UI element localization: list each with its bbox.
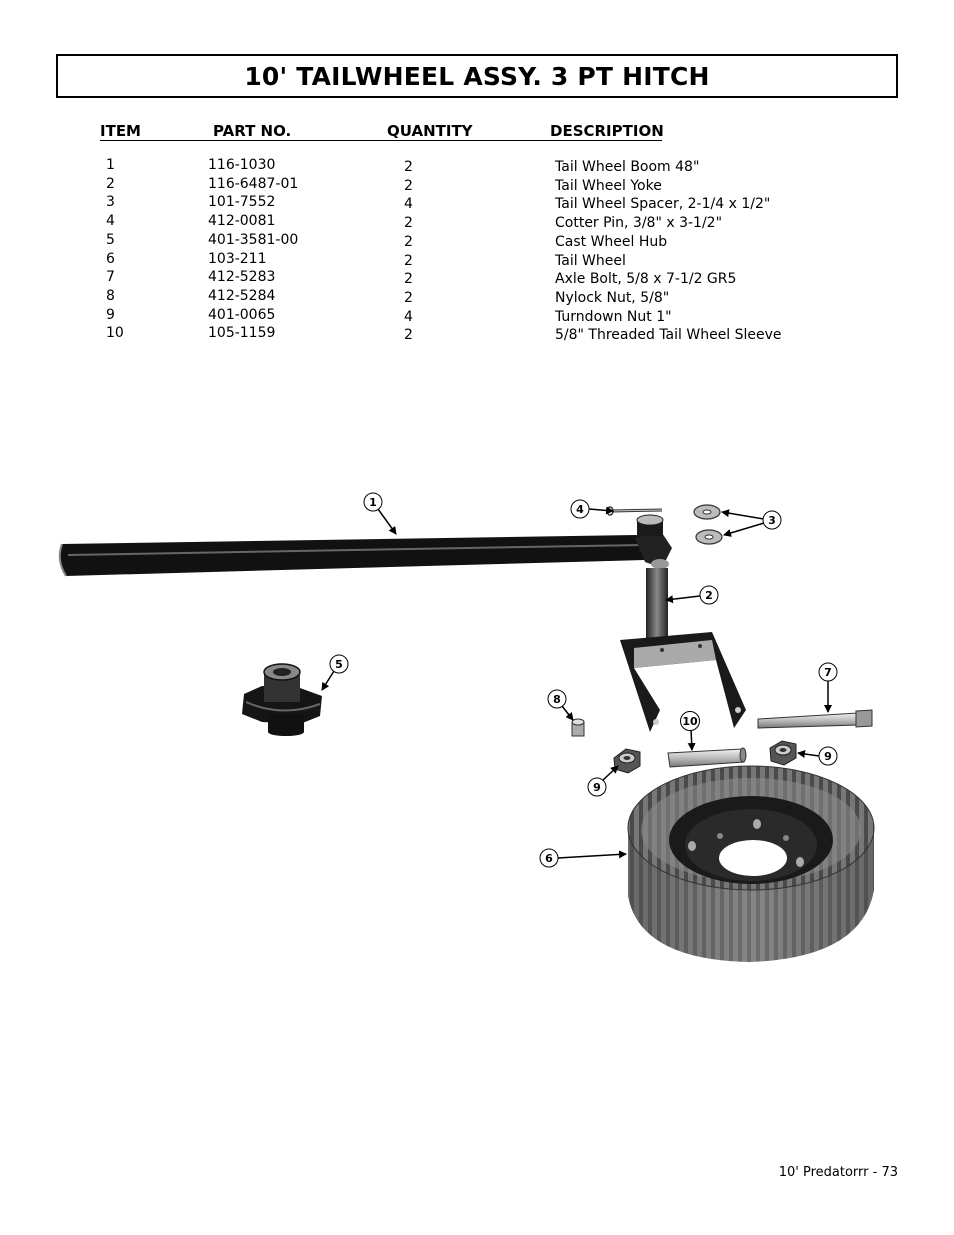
quantity-cell: 2 xyxy=(404,159,413,175)
part-cell: 412-5284 xyxy=(208,287,276,304)
description-cell: Axle Bolt, 5/8 x 7-1/2 GR5 xyxy=(555,271,737,288)
header-quantity: QUANTITY xyxy=(387,122,473,140)
quantity-cell: 4 xyxy=(404,196,413,213)
part-cell: 401-0065 xyxy=(208,306,276,323)
callout-label: 6 xyxy=(545,852,553,865)
part-cell: 412-0081 xyxy=(208,213,276,230)
item-cell: 2 xyxy=(106,175,115,192)
callout-label: 8 xyxy=(553,693,561,706)
lug-bolts xyxy=(688,819,804,867)
description-cell: Tail Wheel xyxy=(555,252,626,269)
callout-6: 6 xyxy=(539,848,627,868)
quantity-cell: 2 xyxy=(404,289,413,306)
callout-label: 9 xyxy=(824,750,832,763)
callout-label: 1 xyxy=(369,496,377,509)
page-title: 10' TAILWHEEL ASSY. 3 PT HITCH xyxy=(244,61,710,91)
quantity-cell: 2 xyxy=(404,271,413,288)
item-cell: 4 xyxy=(106,213,115,230)
callout-3: 3 xyxy=(721,509,782,537)
header-item: ITEM xyxy=(100,122,141,140)
part-cell: 103-211 xyxy=(208,250,267,267)
item-cell: 7 xyxy=(106,269,115,286)
turndown-nut-left xyxy=(613,748,641,774)
turndown-nut-right xyxy=(769,740,797,766)
quantity-cell: 2 xyxy=(404,215,413,232)
tail-wheel xyxy=(627,765,875,962)
item-cell: 9 xyxy=(106,306,115,323)
description-cell: Nylock Nut, 5/8" xyxy=(555,289,670,306)
quantity-cell: 2 xyxy=(404,177,413,194)
cotter-pin xyxy=(606,506,663,516)
header-part-no: PART NO. xyxy=(213,122,292,140)
callout-4: 4 xyxy=(570,499,614,519)
description-cell: 5/8" Threaded Tail Wheel Sleeve xyxy=(555,327,782,344)
nylock-nut xyxy=(571,718,585,737)
callout-label: 3 xyxy=(768,514,776,527)
axle-bolt xyxy=(757,709,873,729)
quantity-column: 2 2 4 2 2 2 2 2 4 2 xyxy=(404,158,413,345)
callout-label: 2 xyxy=(705,589,713,602)
callout-label: 7 xyxy=(824,666,832,679)
callout-1: 1 xyxy=(363,492,397,535)
callout-9-left: 9 xyxy=(587,765,619,797)
tail-wheel-yoke xyxy=(620,514,746,732)
callout-8: 8 xyxy=(547,689,574,721)
quantity-cell: 2 xyxy=(404,252,413,269)
quantity-cell: 2 xyxy=(404,233,413,250)
part-cell: 401-3581-00 xyxy=(208,231,299,248)
tail-wheel-spacers xyxy=(693,504,723,545)
callout-label: 9 xyxy=(593,781,601,794)
part-cell: 116-6487-01 xyxy=(208,175,299,192)
quantity-cell: 2 xyxy=(404,327,413,344)
header-underline xyxy=(100,140,662,141)
callout-7: 7 xyxy=(818,662,838,713)
description-cell: Cotter Pin, 3/8" x 3-1/2" xyxy=(555,215,723,232)
part-cell: 105-1159 xyxy=(208,325,276,342)
item-cell: 6 xyxy=(106,250,115,267)
cast-wheel-hub xyxy=(242,663,322,736)
part-cell: 101-7552 xyxy=(208,194,276,211)
callout-9-right: 9 xyxy=(797,746,838,766)
item-cell: 3 xyxy=(106,194,115,211)
description-cell: Tail Wheel Boom 48" xyxy=(555,159,700,175)
part-cell: 116-1030 xyxy=(208,157,276,173)
description-cell: Turndown Nut 1" xyxy=(555,308,672,325)
callout-label: 5 xyxy=(335,658,343,671)
item-cell: 8 xyxy=(106,287,115,304)
title-box: 10' TAILWHEEL ASSY. 3 PT HITCH xyxy=(56,54,898,98)
item-cell: 5 xyxy=(106,231,115,248)
description-cell: Cast Wheel Hub xyxy=(555,233,668,250)
header-description: DESCRIPTION xyxy=(550,122,664,140)
callout-5: 5 xyxy=(321,654,349,691)
part-column: 116-1030 116-6487-01 101-7552 412-0081 4… xyxy=(208,156,298,343)
page-footer: 10' Predatorrr - 73 xyxy=(778,1165,898,1180)
callout-label: 10 xyxy=(682,715,698,728)
part-cell: 412-5283 xyxy=(208,269,276,286)
threaded-sleeve xyxy=(667,747,747,768)
callout-label: 4 xyxy=(576,503,584,516)
callout-2: 2 xyxy=(665,585,719,605)
tail-wheel-boom xyxy=(58,530,672,577)
quantity-cell: 4 xyxy=(404,308,413,325)
callout-10: 10 xyxy=(680,711,700,751)
item-column: 1 2 3 4 5 6 7 8 9 10 xyxy=(106,156,124,343)
item-cell: 1 xyxy=(106,157,115,173)
description-column: Tail Wheel Boom 48" Tail Wheel Yoke Tail… xyxy=(555,158,782,345)
item-cell: 10 xyxy=(106,325,124,342)
description-cell: Tail Wheel Yoke xyxy=(555,177,662,194)
description-cell: Tail Wheel Spacer, 2-1/4 x 1/2" xyxy=(555,196,771,213)
